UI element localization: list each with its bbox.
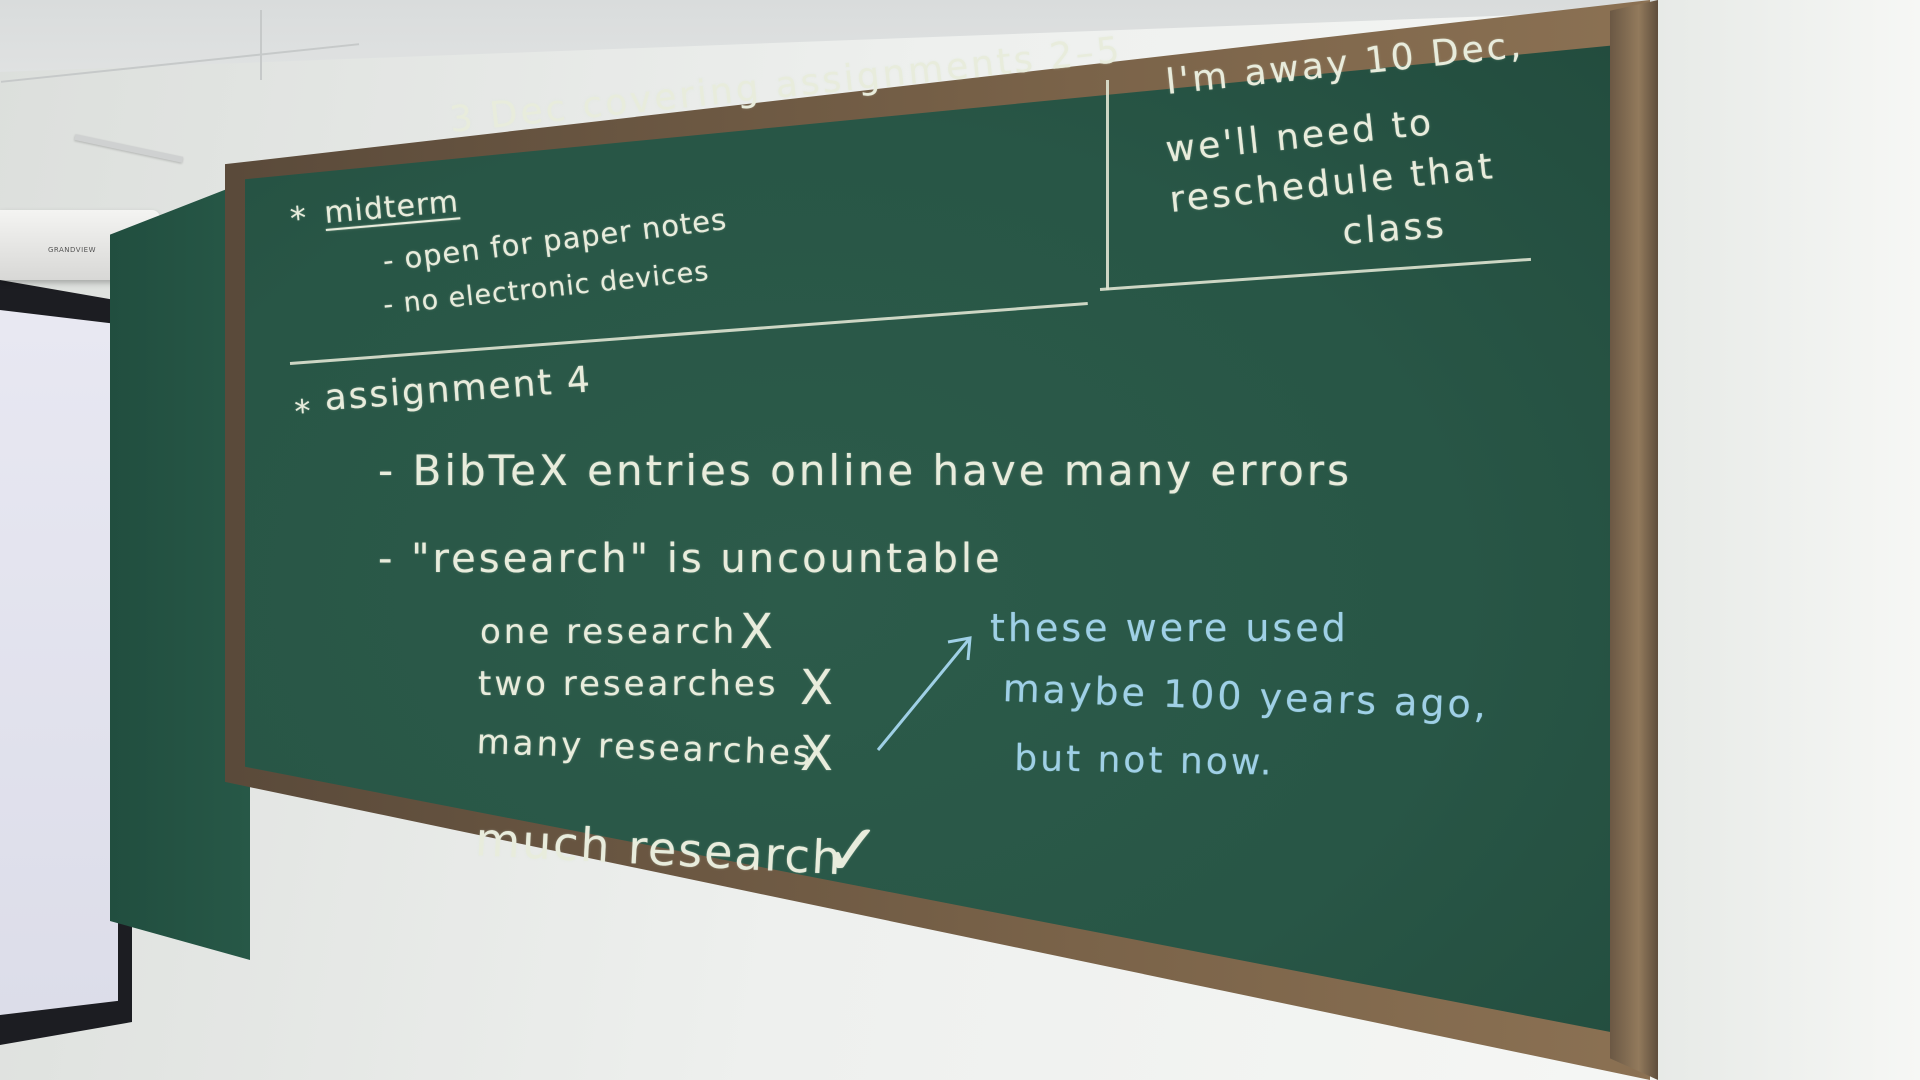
correct-usage-check: ✓ [822, 808, 884, 892]
wall-bracket [74, 134, 184, 163]
midterm-bullet: * [288, 198, 309, 238]
side-note-line-1: these were used [990, 606, 1349, 650]
assignment-point-1: - BibTeX entries online have many errors [378, 446, 1352, 495]
example-2-text: two researches [478, 664, 779, 704]
chalkboard-right-frame [1610, 0, 1658, 1080]
wall [1658, 0, 1920, 1080]
example-1-text: one research [480, 612, 738, 652]
away-note-line-4: class [1341, 204, 1449, 253]
example-2-mark: X [800, 660, 834, 716]
ceiling-tile-line [260, 10, 262, 80]
projector-brand-label: GRANDVIEW [48, 246, 96, 254]
vertical-divider [1106, 80, 1109, 290]
assignment-bullet: * [293, 391, 313, 431]
side-note-line-3: but not now. [1014, 738, 1275, 784]
assignment-point-2: - "research" is uncountable [378, 536, 1003, 582]
example-1-mark: X [740, 604, 774, 660]
example-3-mark: X [800, 726, 834, 782]
arrow-icon [876, 636, 972, 751]
projector-screen [0, 310, 118, 1015]
